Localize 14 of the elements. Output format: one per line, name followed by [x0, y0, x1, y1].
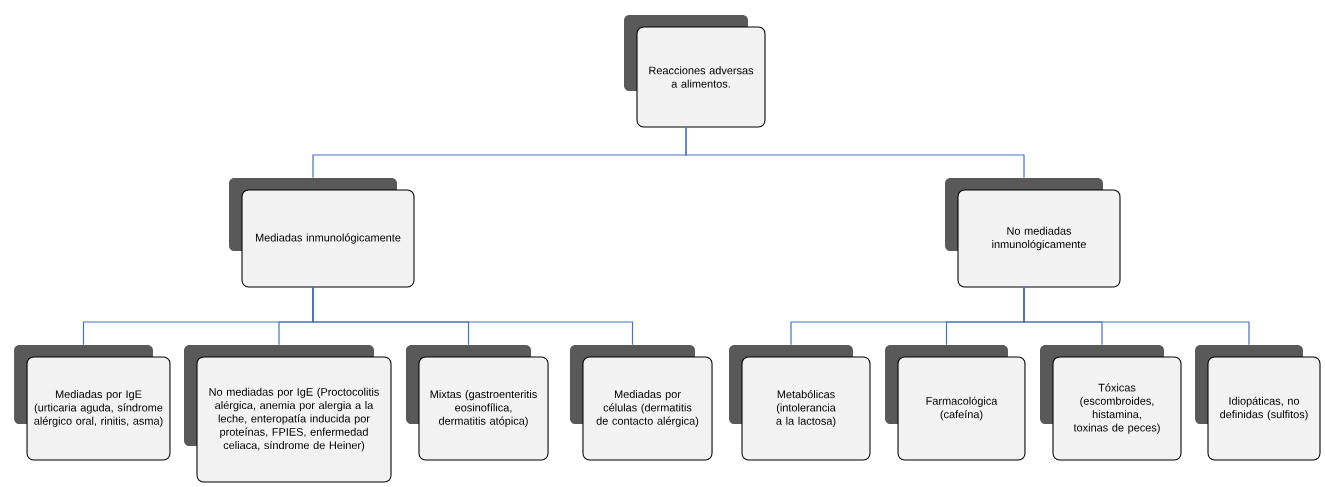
- category-box: Tóxicas (escombroides, histamina, toxinas de peces): [1052, 356, 1182, 461]
- category-box: Mediadas inmunológicamente: [241, 189, 415, 288]
- connector-line: [685, 126, 1025, 179]
- category-box: Mixtas (gastroenteritis eosinofílica, dermatitis atópica): [418, 356, 549, 461]
- connector-line: [1023, 286, 1250, 346]
- category-box: No mediadas por IgE (Proctocolitis alérgica, anemia por alergia a la leche, enteropatía inducida por proteínas, FPIES, enfermedad celiaca, síndrome de Heiner): [196, 356, 392, 483]
- category-box: Mediadas por células (dermatitis de contacto alérgica): [582, 356, 713, 461]
- category-box: Farmacológica (cafeína): [897, 356, 1026, 461]
- category-box: Idiopáticas, no definidas (sulfitos): [1207, 356, 1321, 461]
- connector-line: [312, 286, 634, 346]
- category-box: No mediadas inmunológicamente: [957, 189, 1121, 288]
- category-box: Mediadas por IgE (urticaria aguda, síndrome alérgico oral, rinitis, asma): [26, 356, 171, 461]
- category-box: Metabólicas (intolerancia a la lactosa): [741, 356, 871, 461]
- category-box: Reacciones adversas a alimentos.: [636, 26, 766, 128]
